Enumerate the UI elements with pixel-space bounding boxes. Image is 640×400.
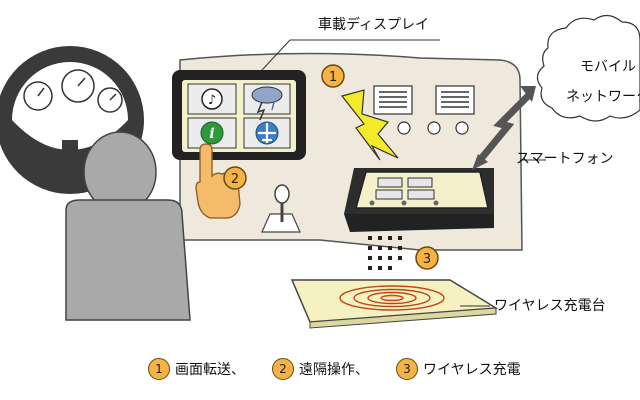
screen-transfer-lightning xyxy=(340,89,399,161)
svg-text:♪: ♪ xyxy=(208,93,216,108)
marker-3: 3 xyxy=(415,246,439,270)
legend-number: 2 xyxy=(272,358,294,380)
network-arrow xyxy=(472,86,536,170)
label-car-display: 車載ディスプレイ xyxy=(318,17,430,33)
weather-storm-icon[interactable] xyxy=(251,86,283,121)
legend-item-2: 2 遠隔操作、 xyxy=(272,356,369,382)
svg-text:2: 2 xyxy=(231,172,239,187)
label-wireless-pad: ワイヤレス充電台 xyxy=(494,298,606,314)
legend-number: 1 xyxy=(148,358,170,380)
airplane-icon[interactable] xyxy=(255,121,279,145)
driver-silhouette xyxy=(65,131,191,321)
air-vents xyxy=(373,85,475,115)
legend-text: ワイヤレス充電 xyxy=(423,362,521,378)
svg-text:i: i xyxy=(209,126,214,142)
label-smartphone: スマートフォン xyxy=(516,151,614,167)
mobile-network-cloud xyxy=(536,14,640,122)
info-icon[interactable]: i xyxy=(200,121,224,145)
car-display: ♪ i xyxy=(172,70,306,160)
label-mobile: モバイル xyxy=(580,59,636,75)
label-network: ネットワーク xyxy=(566,89,640,105)
leader-lines xyxy=(261,39,546,307)
marker-2: 2 xyxy=(223,166,247,190)
svg-text:1: 1 xyxy=(329,70,337,85)
legend-item-1: 1 画面転送、 xyxy=(148,356,245,382)
control-knobs xyxy=(397,121,469,135)
wireless-charging-pad xyxy=(290,279,499,329)
wireless-energy-dots xyxy=(368,236,402,270)
legend-item-3: 3 ワイヤレス充電 xyxy=(396,356,521,382)
legend-number: 3 xyxy=(396,358,418,380)
legend-text: 画面転送、 xyxy=(175,362,245,378)
smartphone xyxy=(344,168,494,232)
music-note-icon[interactable]: ♪ xyxy=(201,88,223,110)
gear-shift xyxy=(261,184,301,233)
legend-text: 遠隔操作、 xyxy=(299,362,369,378)
marker-1: 1 xyxy=(321,64,345,88)
svg-text:3: 3 xyxy=(423,252,431,267)
